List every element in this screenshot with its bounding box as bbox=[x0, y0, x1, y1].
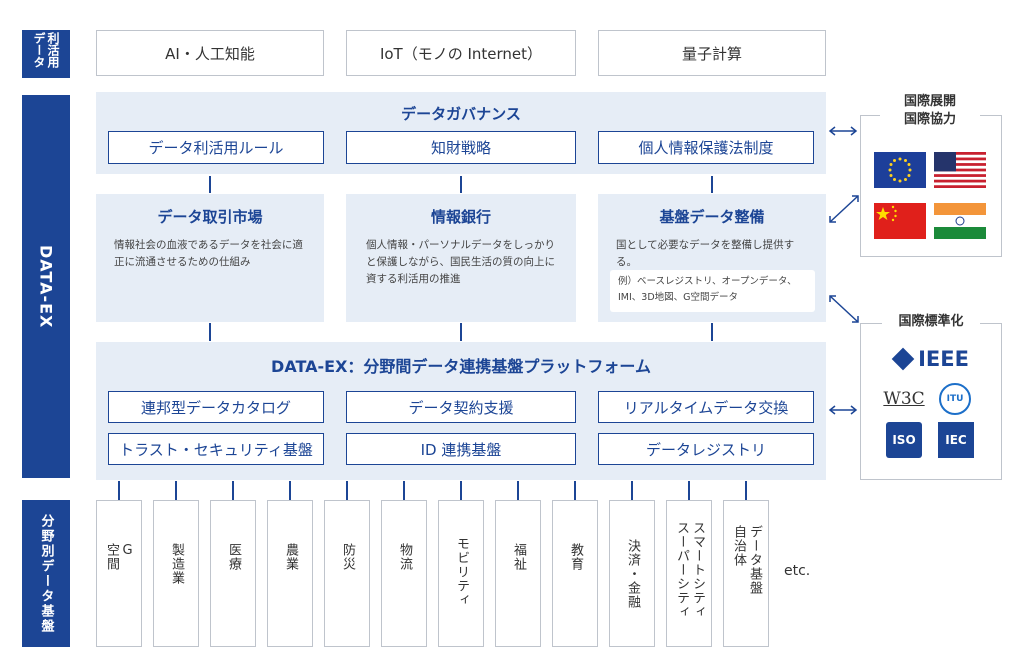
eu-flag-icon bbox=[874, 152, 926, 188]
label-field-data-text: 分野別データ基盤 bbox=[38, 513, 54, 634]
intl-standard-box bbox=[860, 323, 1002, 480]
governance-rule: データ利活用ルール bbox=[108, 131, 324, 164]
connector bbox=[711, 176, 713, 193]
itu-logo: ITU bbox=[939, 383, 971, 415]
connector bbox=[175, 481, 177, 500]
governance-title: データガバナンス bbox=[401, 105, 521, 123]
connector bbox=[711, 323, 713, 341]
connector bbox=[688, 481, 690, 500]
connector bbox=[460, 323, 462, 341]
use-case-ai: AI・人工知能 bbox=[96, 30, 324, 76]
field-disaster: 防災 bbox=[324, 500, 370, 647]
connector bbox=[517, 481, 519, 500]
connector bbox=[403, 481, 405, 500]
connector bbox=[118, 481, 120, 500]
arrow-governance-intl bbox=[828, 126, 858, 136]
intl-expansion-title: 国際展開 国際協力 bbox=[880, 93, 980, 129]
platform-contract: データ契約支援 bbox=[346, 391, 576, 423]
platform-registry: データレジストリ bbox=[598, 433, 814, 465]
label-use-data-text: 利活用データ bbox=[32, 32, 60, 68]
connector bbox=[209, 176, 211, 193]
connector bbox=[232, 481, 234, 500]
arrow-basedata-standard bbox=[829, 295, 859, 323]
iec-logo: IEC bbox=[938, 422, 974, 458]
ieee-diamond-icon bbox=[891, 347, 915, 371]
governance-privacy: 個人情報保護法制度 bbox=[598, 131, 814, 164]
market-panel-exchange: データ取引市場 情報社会の血液であるデータを社会に適正に流通させるための仕組み bbox=[96, 194, 324, 322]
use-case-iot: IoT（モノの Internet） bbox=[346, 30, 576, 76]
platform-trust: トラスト・セキュリティ基盤 bbox=[108, 433, 324, 465]
connector bbox=[346, 481, 348, 500]
connector bbox=[289, 481, 291, 500]
india-flag-icon bbox=[934, 203, 986, 239]
field-supercity: スーパーシティスマートシティ bbox=[666, 500, 712, 647]
field-mobility: モビリティ bbox=[438, 500, 484, 647]
label-field-data: 分野別データ基盤 bbox=[22, 500, 70, 647]
label-use-data: 利活用データ bbox=[22, 30, 70, 78]
platform-title: DATA-EX：分野間データ連携基盤プラットフォーム bbox=[271, 357, 651, 376]
ieee-logo: IEEE bbox=[884, 346, 980, 372]
platform-realtime: リアルタイムデータ交換 bbox=[598, 391, 814, 423]
connector bbox=[460, 481, 462, 500]
market-title: 情報銀行 bbox=[430, 208, 491, 226]
market-title: 基盤データ整備 bbox=[659, 208, 765, 226]
connector bbox=[209, 323, 211, 341]
market-desc: 国として必要なデータを整備し提供する。 bbox=[616, 239, 795, 268]
iso-logo: ISO bbox=[886, 422, 922, 458]
china-flag-icon bbox=[874, 203, 926, 239]
field-welfare: 福祉 bbox=[495, 500, 541, 647]
market-panel-info-bank: 情報銀行 個人情報・パーソナルデータをしっかりと保護しながら、国民生活の質の向上… bbox=[346, 194, 576, 322]
platform-catalog: 連邦型データカタログ bbox=[108, 391, 324, 423]
governance-ip: 知財戦略 bbox=[346, 131, 576, 164]
label-data-ex-text: DATA-EX bbox=[36, 244, 56, 329]
market-desc: 個人情報・パーソナルデータをしっかりと保護しながら、国民生活の質の向上に資する利… bbox=[366, 239, 555, 285]
connector bbox=[631, 481, 633, 500]
use-case-quantum: 量子計算 bbox=[598, 30, 826, 76]
intl-standard-title: 国際標準化 bbox=[882, 313, 980, 331]
field-agriculture: 農業 bbox=[267, 500, 313, 647]
market-example-box: 例）ベースレジストリ、オープンデータ、IMI、3D地図、G空間データ bbox=[610, 270, 815, 312]
arrow-basedata-intl bbox=[829, 195, 859, 223]
market-title: データ取引市場 bbox=[157, 208, 263, 226]
market-desc: 情報社会の血液であるデータを社会に適正に流通させるための仕組み bbox=[114, 239, 303, 268]
w3c-logo: W3C bbox=[883, 389, 925, 409]
field-education: 教育 bbox=[552, 500, 598, 647]
platform-id: ID 連携基盤 bbox=[346, 433, 576, 465]
connector bbox=[745, 481, 747, 500]
field-logistics: 物流 bbox=[381, 500, 427, 647]
field-municipal: 自治体データ基盤 bbox=[723, 500, 769, 647]
label-data-ex: DATA-EX bbox=[22, 95, 70, 478]
field-medical: 医療 bbox=[210, 500, 256, 647]
arrow-platform-standard bbox=[828, 405, 858, 415]
connector bbox=[574, 481, 576, 500]
connector bbox=[460, 176, 462, 193]
field-etc: etc. bbox=[784, 563, 811, 579]
us-flag-icon bbox=[934, 152, 986, 188]
field-finance: 決済・金融 bbox=[609, 500, 655, 647]
field-manufacturing: 製造業 bbox=[153, 500, 199, 647]
